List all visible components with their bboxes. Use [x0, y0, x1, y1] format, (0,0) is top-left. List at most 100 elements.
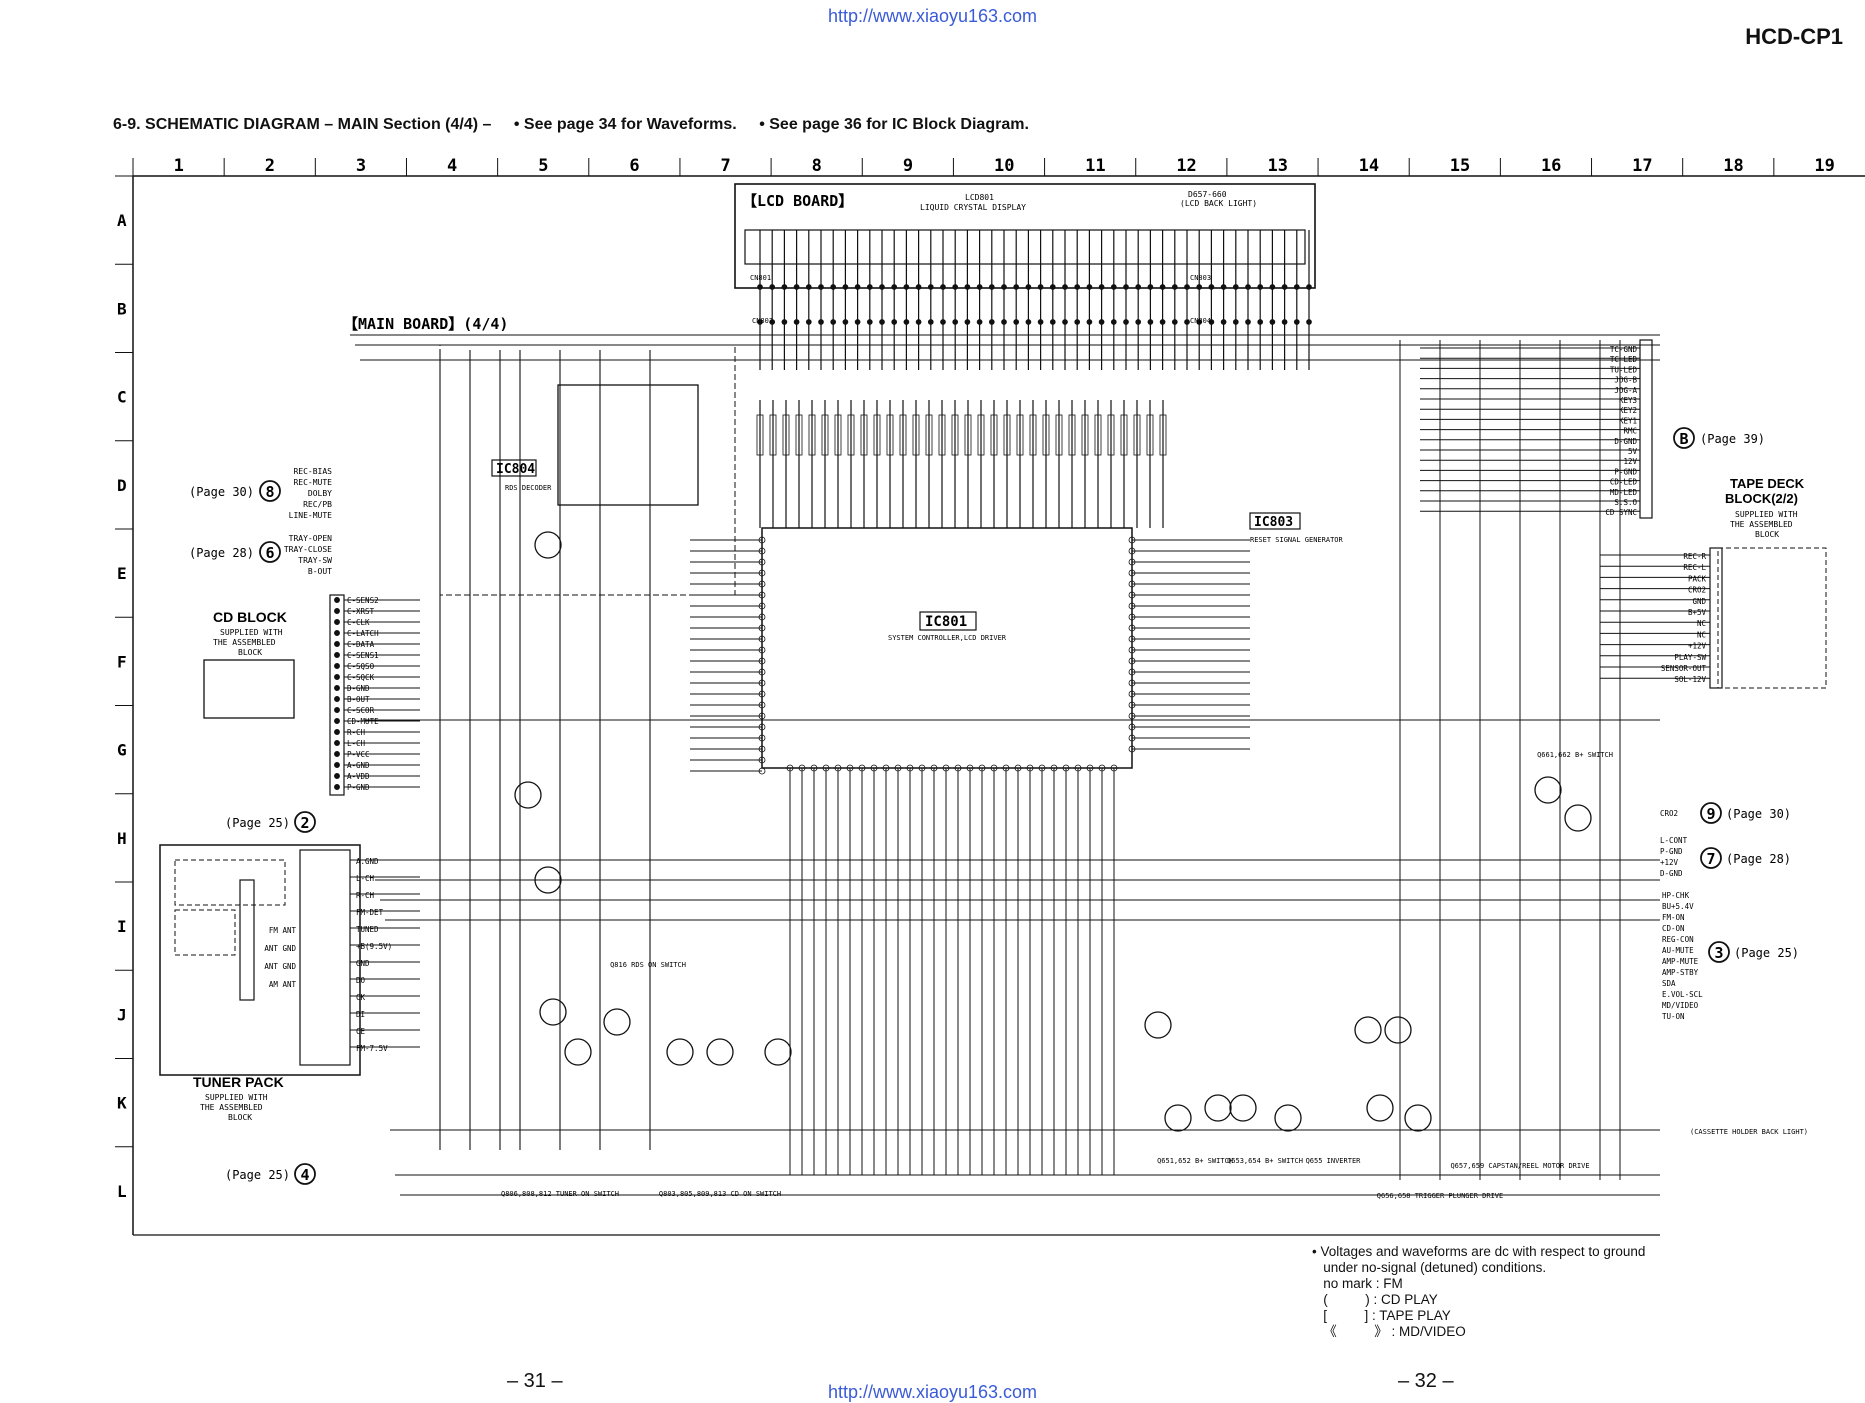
connector-label: AMP-MUTE: [1662, 957, 1699, 966]
connector-pin: [334, 762, 340, 768]
page-ref-label: (Page 30): [1726, 807, 1791, 821]
tuner-pin-label: FM-DET: [356, 908, 384, 917]
connector-label: AMP-STBY: [1662, 968, 1699, 977]
backlight-desc: (LCD BACK LIGHT): [1180, 199, 1257, 208]
resistor: [899, 414, 907, 456]
note-4: ( ) : CD PLAY: [1312, 1292, 1438, 1307]
note-1: • Voltages and waveforms are dc with res…: [1312, 1244, 1646, 1259]
connector-pin: [1232, 319, 1239, 325]
tuner-sub1: SUPPLIED WITH: [205, 1093, 268, 1102]
connector-label: 5V: [1628, 447, 1638, 456]
grid-row-label: D: [117, 476, 127, 495]
connector-pin: [1001, 319, 1007, 325]
tape-sub2: THE ASSEMBLED: [1730, 520, 1793, 529]
note-2: under no-signal (detuned) conditions.: [1312, 1260, 1547, 1275]
connector-pin: [915, 319, 922, 325]
cd-pin-label: C-SENS1: [347, 651, 379, 660]
tape-deck-block: TAPE DECK BLOCK(2/2) SUPPLIED WITH THE A…: [1639, 339, 1827, 1136]
connector-label: TRAY-SW: [298, 556, 332, 565]
connector-label: E.VOL-SCL: [1662, 990, 1703, 999]
connector-pin: [866, 319, 873, 325]
cd-pin-label: C-SQSO: [347, 662, 375, 671]
cd-pin-label: C-XRST: [347, 607, 375, 616]
connector-pin: [940, 319, 946, 325]
connector-label: S.S.O: [1614, 498, 1637, 507]
resistor: [1107, 414, 1115, 456]
page-ref-number: 6: [265, 544, 274, 562]
connector-pin: [805, 319, 812, 325]
lcd-board: 【LCD BOARD】 LCD801 LIQUID CRYSTAL DISPLA…: [734, 183, 1316, 289]
resistor: [1016, 414, 1024, 456]
resistor: [1133, 414, 1141, 456]
transistor-symbol: [764, 1038, 792, 1066]
transistor-group-label: Q816 RDS ON SWITCH: [610, 961, 686, 969]
connector-pin: [1062, 319, 1068, 325]
connector-label: CD-LED: [1610, 478, 1638, 487]
bottom-url[interactable]: http://www.xiaoyu163.com: [827, 1382, 1038, 1402]
page-ref-circle: [1708, 941, 1730, 963]
connector-label: BU+5.4V: [1662, 902, 1694, 911]
connector-label: D-GND: [1614, 437, 1637, 446]
connector-pin: [1049, 319, 1056, 325]
connector-label: JOG-B: [1614, 376, 1637, 385]
grid-row-label: B: [117, 299, 127, 318]
resistor: [1081, 414, 1089, 456]
model-name: HCD-CP1: [1745, 24, 1843, 49]
tape-pin-label: PACK: [1688, 574, 1707, 583]
tape-pin-label: REC-R: [1683, 552, 1706, 561]
connector-pin: [1013, 319, 1020, 325]
connector-label: CRO2: [1660, 809, 1678, 818]
resistor: [886, 414, 894, 456]
page-ref-circle: [259, 541, 281, 563]
transistor-group-label: Q806,808,812 TUNER ON SWITCH: [501, 1190, 619, 1198]
connector-pin: [334, 652, 340, 658]
grid-row-label: K: [117, 1094, 127, 1113]
cd-pin-label: C-DATA: [347, 640, 375, 649]
tuner-terminal-label: ANT GND: [264, 944, 296, 953]
transistor-symbol: [603, 1008, 631, 1036]
page-ref-label: (Page 39): [1700, 432, 1765, 446]
tuner-pin-label: FM-7.5V: [356, 1044, 388, 1053]
top-url[interactable]: http://www.xiaoyu163.com: [827, 6, 1038, 26]
grid-row-label: E: [117, 564, 127, 583]
tuner-pin-label: R-CH: [356, 891, 375, 900]
tape-pin-label: B+5V: [1688, 608, 1707, 617]
connector-pin: [1110, 319, 1117, 325]
main-board: 【MAIN BOARD】(4/4) CN802 CN804: [343, 315, 1211, 333]
cd-pin-label: C-LATCH: [347, 629, 379, 638]
ic804: IC804 RDS DECODER: [439, 344, 736, 596]
resistor: [977, 414, 985, 456]
transistor-group-label: Q657,659 CAPSTAN/REEL MOTOR DRIVE: [1450, 1162, 1589, 1170]
page-ref-label: (Page 25): [1734, 946, 1799, 960]
ic801-desc: SYSTEM CONTROLLER,LCD DRIVER: [888, 634, 1007, 642]
tape-pin-label: CRO2: [1688, 586, 1706, 595]
connector-pin: [1293, 319, 1300, 325]
transistor-symbol: [1204, 1094, 1232, 1122]
grid-row-label: J: [117, 1005, 127, 1024]
note-5: [ ] : TAPE PLAY: [1312, 1308, 1451, 1323]
grid-col-label: 6: [629, 156, 639, 176]
grid-col-label: 10: [994, 156, 1014, 176]
grid-col-label: 7: [721, 156, 731, 176]
grid-row-label: F: [117, 652, 127, 671]
transistor-symbol: [514, 781, 542, 809]
tuner-pin-label: TUNED: [356, 925, 379, 934]
connector-pin: [1257, 319, 1264, 325]
transistor-symbol: [1534, 776, 1562, 804]
tuner-pack: TUNER PACK SUPPLIED WITH THE ASSEMBLED B…: [159, 844, 361, 1122]
transistor-group-label: Q656,658 TRIGGER PLUNGER DRIVE: [1377, 1192, 1503, 1200]
resistor: [834, 414, 842, 456]
connector-label: TC-LED: [1610, 355, 1638, 364]
cd-block-sub1: SUPPLIED WITH: [220, 628, 283, 637]
page-ref-number: 3: [1714, 944, 1723, 962]
ic804-desc: RDS DECODER: [505, 484, 552, 492]
resistor: [1159, 414, 1167, 456]
connector-pin: [769, 319, 776, 325]
grid-col-label: 9: [903, 156, 913, 176]
connector-label: SDA: [1662, 979, 1676, 988]
connector-label: D-GND: [1660, 869, 1683, 878]
tuner-pack-label: TUNER PACK: [193, 1074, 284, 1090]
transistor-group-label: Q803,805,809,813 CD ON SWITCH: [659, 1190, 781, 1198]
